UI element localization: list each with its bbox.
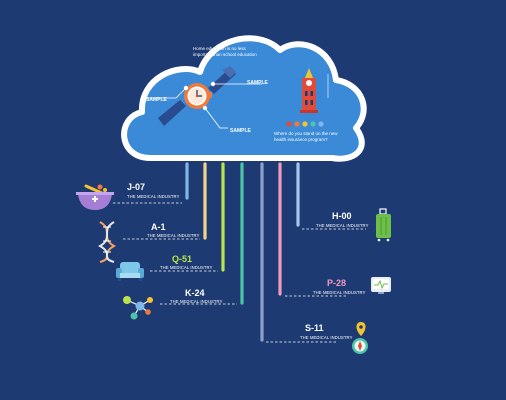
luggage-icon — [376, 208, 391, 242]
color-dots — [286, 121, 324, 127]
mortar-pestle-icon — [76, 184, 114, 210]
cloud-question-text: Where do you stand on the new health ins… — [274, 131, 338, 142]
armchair-icon — [116, 262, 144, 281]
sample-label-left: SAMPLE — [146, 97, 167, 103]
item-a1-subtitle: THE MEDICAL INDUSTRY — [147, 233, 200, 238]
item-q51-subtitle: THE MEDICAL INDUSTRY — [160, 265, 213, 270]
item-code: H-00 — [332, 211, 352, 221]
sample-connectors — [146, 81, 262, 129]
item-k24-subtitle: THE MEDICAL INDUSTRY — [170, 299, 223, 304]
clock-tower-icon — [300, 68, 318, 113]
hanging-bars — [185, 162, 300, 342]
item-code: P-28 — [327, 278, 347, 288]
cloud-top-text-line-2: important than school education — [193, 51, 257, 57]
item-p28-subtitle: THE MEDICAL INDUSTRY — [313, 290, 366, 295]
heart-monitor-icon — [371, 277, 391, 294]
molecule-icon — [123, 296, 153, 320]
cloud-question-line-2: health insurance program? — [274, 136, 328, 142]
item-code: S-11 — [305, 323, 324, 333]
sample-label-bottom: SAMPLE — [230, 128, 251, 134]
item-code: J-07 — [127, 182, 146, 192]
item-a1: A-1 — [151, 222, 166, 232]
compass-pin-icon — [352, 322, 368, 354]
cloud-question-line-1: Where do you stand on the new — [274, 131, 338, 136]
sample-label-right: SAMPLE — [247, 80, 268, 86]
item-code: Q-51 — [172, 254, 193, 264]
item-s11: S-11 — [305, 323, 324, 333]
item-h00: H-00 — [332, 211, 352, 221]
dna-icon — [97, 221, 117, 263]
wristwatch-icon — [158, 66, 236, 126]
dashed-leaders — [113, 202, 366, 343]
item-k24: K-24 — [185, 288, 205, 298]
item-j07: J-07 THE MEDICAL INDUSTRY — [127, 182, 180, 199]
item-q51: Q-51 — [172, 254, 192, 264]
item-h00-subtitle: THE MEDICAL INDUSTRY — [316, 223, 369, 228]
cloud-shape — [121, 35, 367, 162]
cloud-top-text-line-1: Home education is no less — [193, 46, 246, 51]
item-s11-subtitle: THE MEDICAL INDUSTRY — [300, 335, 353, 340]
cloud-top-text: Home education is no less important than… — [193, 46, 257, 57]
item-p28: P-28 — [327, 278, 346, 288]
item-code: K-24 — [185, 288, 205, 298]
item-code: A-1 — [151, 222, 166, 232]
item-subtitle: THE MEDICAL INDUSTRY — [127, 194, 180, 199]
